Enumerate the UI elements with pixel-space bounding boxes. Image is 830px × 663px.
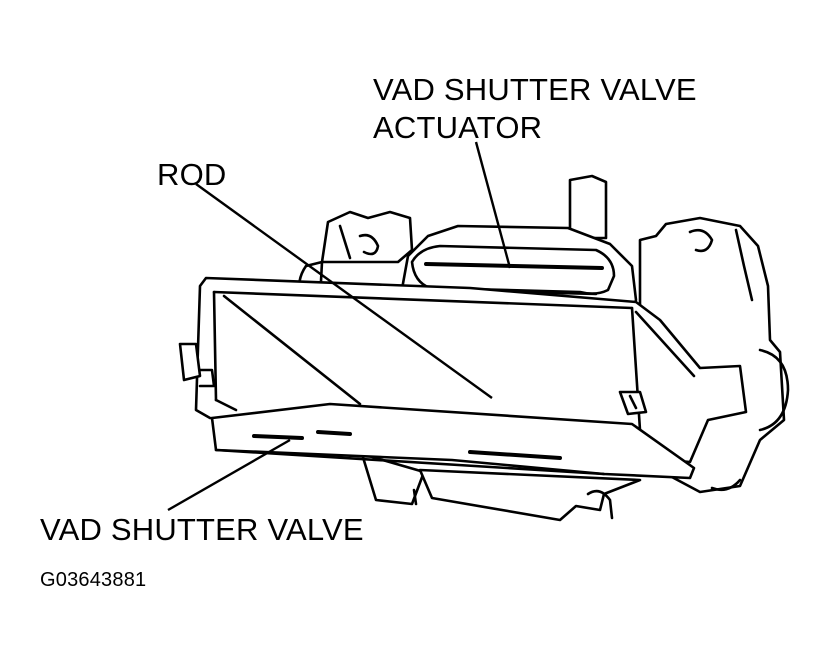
lower-housing xyxy=(360,452,642,522)
shutter-valve-plate xyxy=(210,402,696,480)
rod-label: ROD xyxy=(157,157,227,192)
actuator-callout: VAD SHUTTER VALVE ACTUATOR xyxy=(373,71,697,147)
actuator-leader xyxy=(474,141,512,269)
actuator-label-line1: VAD SHUTTER VALVE xyxy=(373,72,697,107)
valve-leader xyxy=(167,438,291,512)
shutter-valve-label: VAD SHUTTER VALVE xyxy=(40,512,364,547)
actuator-label-line2: ACTUATOR xyxy=(373,110,543,145)
top-stem xyxy=(568,174,608,240)
figure-code: G03643881 xyxy=(40,569,147,591)
rod-leader xyxy=(195,183,493,399)
leader-lines xyxy=(167,141,512,512)
